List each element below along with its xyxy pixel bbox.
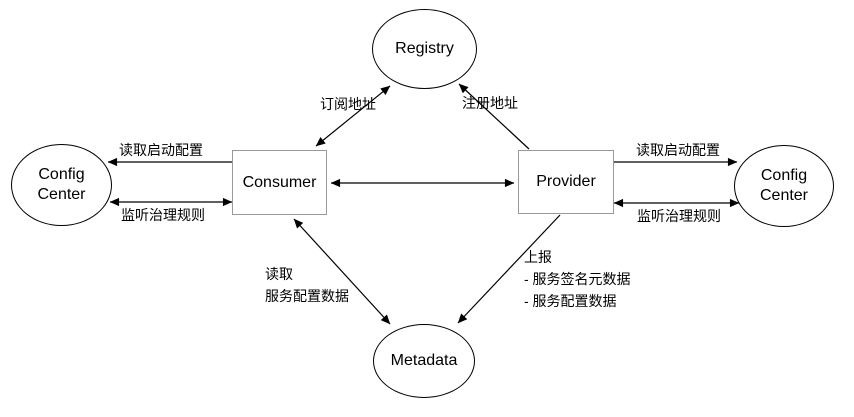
edge-label-listen-governance-rules-left: 监听治理规则: [121, 207, 205, 223]
edge-label-read-line1: 读取: [265, 266, 293, 282]
edge-label-read-line2: 服务配置数据: [265, 288, 349, 304]
node-metadata-label: Metadata: [390, 352, 458, 369]
node-metadata: Metadata: [373, 324, 475, 398]
node-config-center-left-label-line1: Config: [38, 166, 85, 183]
edge-label-report-metadata: 上报 - 服务签名元数据 - 服务配置数据: [524, 246, 631, 312]
node-config-center-right-label-line2: Center: [759, 187, 809, 204]
node-config-center-left-label-line2: Center: [37, 186, 86, 203]
node-provider-label: Provider: [536, 173, 596, 190]
edge-consumer-metadata: [293, 218, 391, 325]
node-config-center-left: Config Center: [11, 144, 112, 226]
edge-provider-metadata: [457, 214, 561, 324]
edge-label-report-line3: - 服务配置数据: [524, 293, 617, 309]
edge-consumer-registry: [315, 85, 391, 147]
node-provider: Provider: [518, 150, 614, 214]
edge-label-listen-governance-rules-right: 监听治理规则: [637, 208, 721, 224]
edge-label-subscribe-address: 订阅地址: [320, 96, 376, 112]
edge-label-read-service-config-data: 读取 服务配置数据: [265, 263, 349, 307]
node-consumer: Consumer: [232, 150, 327, 215]
node-registry: Registry: [372, 9, 477, 89]
edge-label-read-startup-config-right: 读取启动配置: [636, 142, 720, 158]
node-config-center-right: Config Center: [734, 145, 834, 227]
node-config-center-right-label-line1: Config: [760, 167, 808, 184]
edge-label-register-address: 注册地址: [462, 95, 518, 111]
edge-label-report-line2: - 服务签名元数据: [524, 271, 631, 287]
edge-label-report-line1: 上报: [524, 249, 552, 265]
edge-label-read-startup-config-left: 读取启动配置: [119, 142, 203, 158]
edge-provider-registry: [458, 83, 530, 150]
node-registry-label: Registry: [395, 40, 454, 57]
node-consumer-label: Consumer: [242, 173, 317, 191]
